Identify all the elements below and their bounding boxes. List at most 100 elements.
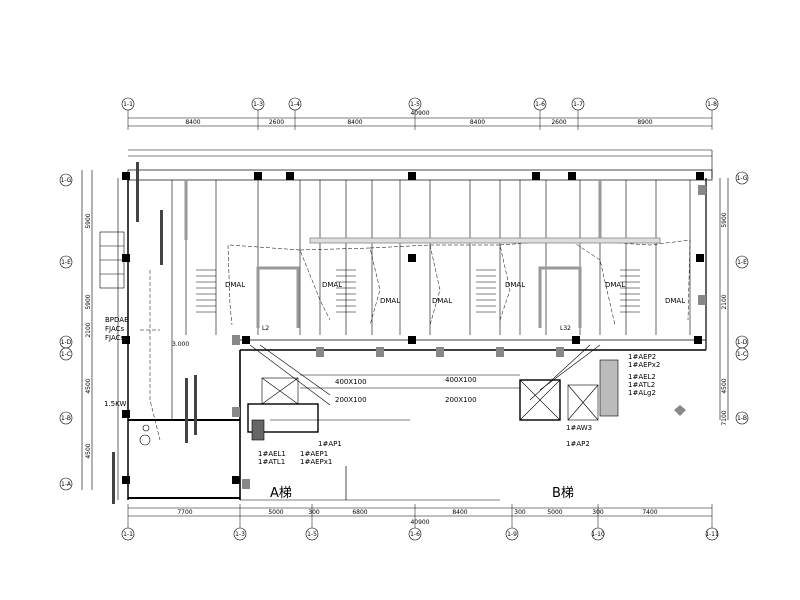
axis-label: 1-C — [737, 351, 747, 358]
tray-label: 400X100 — [335, 378, 367, 386]
axis-bubble-left: 1-B — [59, 411, 73, 425]
axis-bubble-left: 1-D — [59, 335, 73, 349]
column — [316, 347, 324, 357]
panel-label: 1#ALg2 — [628, 389, 656, 397]
room-panel-label: DMAL — [432, 297, 452, 305]
top-total-dim: 40900 — [410, 110, 429, 117]
axis-label: 1-1 — [123, 531, 133, 538]
axis-bubble-bottom: 1-11 — [705, 527, 719, 541]
building-outline — [117, 149, 713, 501]
axis-label: 1-9 — [507, 531, 517, 538]
panel-label: 1#AEL2 — [628, 373, 656, 381]
core-a-title: A梯 — [270, 486, 292, 501]
room-panel-label: DMAL — [505, 281, 525, 289]
panel-label: 1#AP1 — [318, 440, 342, 448]
axis-label: 1-11 — [705, 531, 719, 538]
dimension-text: 4500 — [85, 443, 92, 458]
column — [436, 347, 444, 357]
room-panel-label: DMAL — [605, 281, 625, 289]
axis-bubble-top: 1-5 — [408, 97, 422, 111]
axis-label: 1-E — [737, 259, 747, 266]
dimension-text: 8400 — [185, 119, 200, 126]
right-dimension-chain — [719, 178, 729, 420]
axis-bubble-left: 1-G — [59, 173, 73, 187]
axis-label: 1-B — [61, 415, 71, 422]
left-panel-label: FJACs — [105, 325, 125, 333]
room-panel-label: DMAL — [665, 297, 685, 305]
panel-label: 1#AEPx2 — [628, 361, 660, 369]
cable-tray-top — [309, 237, 661, 244]
axis-bubble-top: 1-8 — [705, 97, 719, 111]
axis-bubble-bottom: 1-1 — [121, 527, 135, 541]
left-dimension-chain — [81, 170, 93, 490]
dimension-text: 5900 — [85, 213, 92, 228]
toilet-walls — [184, 180, 602, 328]
axis-label: 1-4 — [290, 101, 300, 108]
axis-label: 1-1 — [123, 101, 133, 108]
dimension-text: 2600 — [551, 119, 566, 126]
column — [376, 347, 384, 357]
dimension-text: 2100 — [721, 294, 728, 309]
panel-label: 1#AEP2 — [628, 353, 656, 361]
tray-label: 400X100 — [445, 376, 477, 384]
axis-label: 1-G — [737, 175, 748, 182]
panel-label: 1#ATL1 — [258, 458, 285, 466]
dimension-text: 5900 — [85, 294, 92, 309]
column — [254, 172, 262, 180]
column — [232, 407, 240, 417]
axis-bubble-bottom: 1-5 — [305, 527, 319, 541]
column — [408, 254, 416, 262]
panel-label: 1#AW3 — [566, 424, 592, 432]
panel-label: 1#AP2 — [566, 440, 590, 448]
level-mark: 3.000 — [172, 341, 189, 348]
dimension-text: 8400 — [347, 119, 362, 126]
axis-label: 1-8 — [707, 101, 717, 108]
column — [232, 476, 240, 484]
axis-label: 1-3 — [253, 101, 263, 108]
column — [696, 254, 704, 262]
dimension-text: 300 — [514, 509, 526, 516]
dimension-text: 2100 — [85, 322, 92, 337]
junction-symbol — [139, 434, 151, 446]
column — [242, 336, 250, 344]
column — [242, 479, 250, 489]
axis-bubble-top: 1-4 — [288, 97, 302, 111]
dimension-text: 8400 — [452, 509, 467, 516]
axis-label: 1-3 — [235, 531, 245, 538]
tray-label: 200X100 — [335, 396, 367, 404]
axis-bubble-right: 1-E — [735, 255, 749, 269]
left-entry — [99, 231, 125, 289]
column — [122, 254, 130, 262]
axis-bubble-right: 1-B — [735, 411, 749, 425]
axis-label: 1-D — [61, 339, 72, 346]
core-b-title: B梯 — [552, 486, 574, 501]
room-panel-label: DMAL — [380, 297, 400, 305]
column — [232, 335, 240, 345]
axis-bubble-right: 1-C — [735, 347, 749, 361]
axis-label: 1-D — [737, 339, 748, 346]
column — [122, 172, 130, 180]
axis-label: 1-5 — [410, 101, 420, 108]
room-panel-label: DMAL — [225, 281, 245, 289]
axis-bubble-left: 1-A — [59, 477, 73, 491]
dimension-text: 4500 — [85, 378, 92, 393]
dimension-text: 5000 — [268, 509, 283, 516]
column — [532, 172, 540, 180]
column — [408, 336, 416, 344]
dimension-text: 8900 — [637, 119, 652, 126]
axis-label: 1-G — [61, 177, 72, 184]
dimension-text: 5000 — [547, 509, 562, 516]
tray-label: 200X100 — [445, 396, 477, 404]
top-dimension-chain — [128, 117, 712, 127]
axis-bubble-top: 1-1 — [121, 97, 135, 111]
axis-bubble-bottom: 1-6 — [408, 527, 422, 541]
dimension-text: 2600 — [269, 119, 284, 126]
junction-symbol — [142, 424, 150, 432]
dimension-text: 8400 — [470, 119, 485, 126]
column — [572, 336, 580, 344]
room-panel-label: DMAL — [322, 281, 342, 289]
column — [568, 172, 576, 180]
column — [122, 410, 130, 418]
axis-bubble-top: 1-7 — [571, 97, 585, 111]
